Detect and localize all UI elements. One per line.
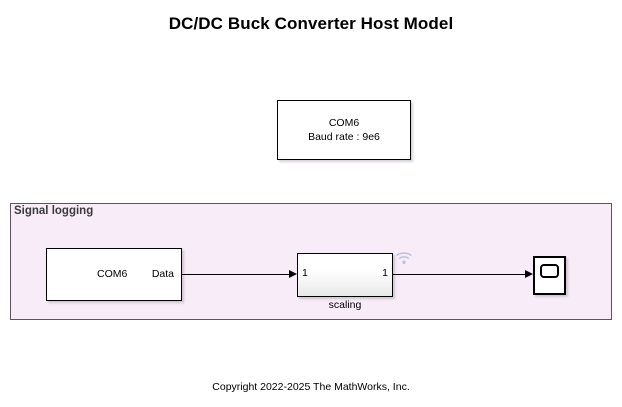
- wire-arrowhead-scaling-input: [289, 270, 297, 278]
- serial-receive-block[interactable]: COM6 Data: [46, 248, 182, 301]
- serial-receive-name: COM6: [97, 268, 128, 280]
- wire-scaling-to-scope: [393, 274, 525, 275]
- serial-receive-output-port-label: Data: [151, 268, 174, 280]
- wire-serial-to-scaling: [182, 274, 289, 275]
- scaling-subsystem-block[interactable]: 1 1: [297, 253, 393, 297]
- scaling-input-port-label: 1: [302, 267, 308, 279]
- signal-logging-label: Signal logging: [14, 205, 94, 217]
- config-port-name: COM6: [328, 117, 360, 129]
- scaling-block-caption: scaling: [328, 299, 362, 311]
- wifi-signal-viewer-icon[interactable]: [396, 251, 412, 266]
- config-baud-rate: Baud rate : 9e6: [308, 131, 380, 143]
- scaling-output-port-label: 1: [382, 267, 388, 279]
- copyright-notice: Copyright 2022-2025 The MathWorks, Inc.: [212, 381, 410, 393]
- wire-arrowhead-scope-input: [525, 270, 533, 278]
- scope-block[interactable]: [533, 256, 566, 295]
- page-title: DC/DC Buck Converter Host Model: [168, 14, 454, 33]
- scope-screen-icon: [540, 264, 559, 278]
- serial-configuration-block[interactable]: COM6 Baud rate : 9e6: [277, 100, 411, 160]
